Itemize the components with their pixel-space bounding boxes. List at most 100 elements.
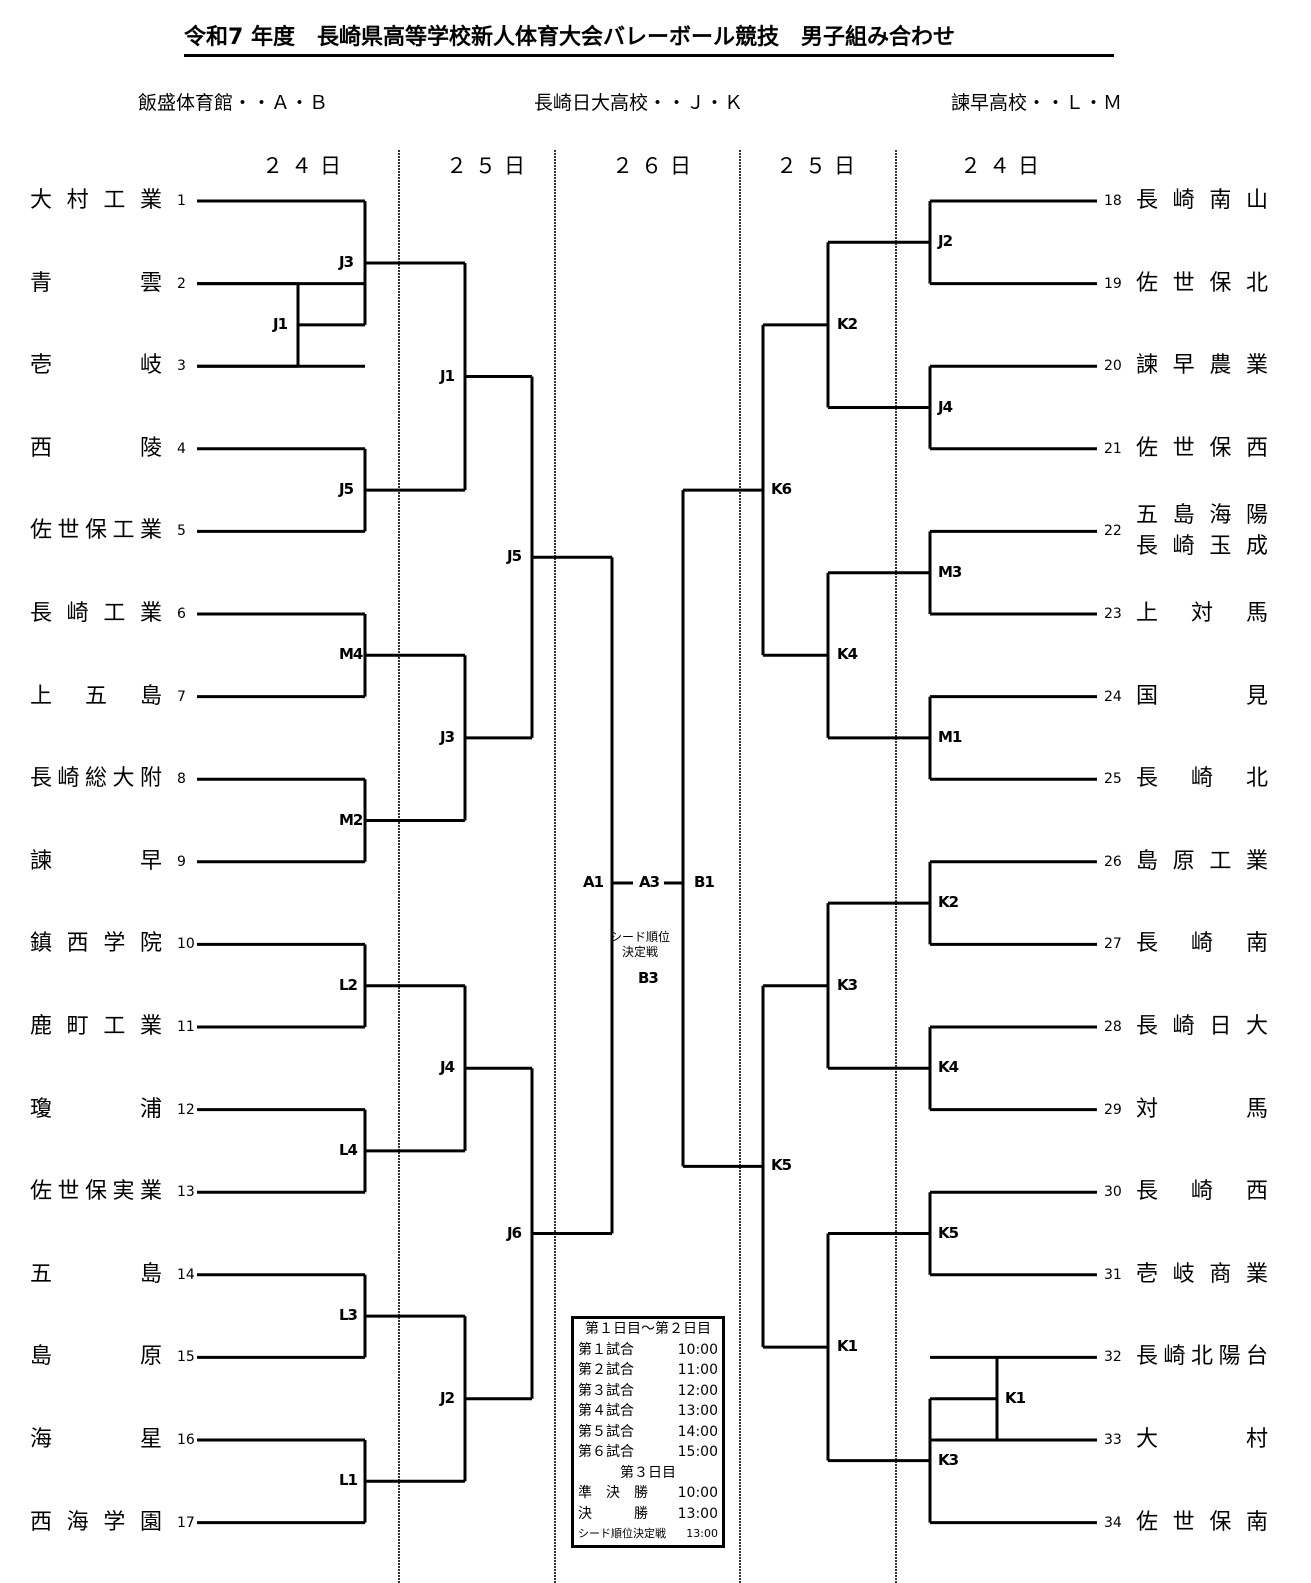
team-seed-number: 27	[1104, 936, 1122, 953]
schedule-label: 第２試合	[578, 1362, 634, 1378]
team-name: 鎮西学院	[30, 931, 162, 957]
team-seed-number: 17	[177, 1514, 195, 1531]
match-label-left-r1: J3	[339, 252, 354, 271]
team-seed-number: 14	[177, 1266, 195, 1283]
match-label-left-r1: M2	[339, 810, 363, 829]
schedule-time: 10:00	[677, 1341, 718, 1358]
team-seed-number: 18	[1104, 193, 1122, 209]
match-label-left-r1: L1	[339, 1471, 358, 1490]
seed-playoff-note: シード順位 決定戦	[610, 930, 670, 960]
team-name: 鹿町工業	[30, 1014, 162, 1039]
team-seed-number: 33	[1104, 1432, 1122, 1448]
schedule-label: 第１試合	[578, 1341, 634, 1358]
match-label-left-r3: J5	[507, 547, 522, 566]
schedule-label: 決 勝	[578, 1505, 648, 1522]
match-label-right-r3: K5	[771, 1156, 792, 1175]
team-seed-number: 4	[177, 440, 186, 457]
match-label-right-r1: J2	[938, 232, 953, 251]
team-name: 長崎北陽台	[1136, 1344, 1268, 1370]
schedule-time: 13:00	[677, 1403, 718, 1419]
team-seed-number: 15	[177, 1349, 195, 1366]
team-seed-number: 1	[177, 193, 186, 209]
match-label-right-r1: M3	[938, 562, 962, 581]
team-name: 西海学園	[30, 1509, 162, 1535]
team-name: 島原工業	[1136, 848, 1268, 874]
team-name: 佐世保北	[1136, 270, 1268, 296]
schedule-header-day3: 第３日目	[620, 1464, 676, 1481]
match-label-left-semi: A1	[583, 873, 604, 891]
team-name: 海星	[30, 1427, 162, 1452]
team-seed-number: 10	[177, 936, 195, 953]
match-label-left-r1: L2	[339, 975, 358, 994]
venue-isahaya: 諫早高校・・Ｌ・Ｍ	[951, 92, 1123, 114]
team-seed-number: 32	[1104, 1349, 1122, 1366]
match-label-left-prelim: J1	[273, 314, 288, 333]
team-seed-number: 11	[177, 1019, 195, 1035]
team-name: 瓊浦	[30, 1096, 162, 1122]
match-label-final: A3	[639, 873, 660, 891]
match-label-right-r3: K6	[771, 480, 792, 499]
match-label-right-r2: K1	[837, 1337, 858, 1356]
schedule-time: 12:00	[677, 1382, 718, 1399]
schedule-time: 13:00	[686, 1527, 718, 1540]
match-label-right-r1: K2	[938, 893, 959, 912]
schedule-final-row: 決 勝 13:00	[574, 1504, 722, 1525]
schedule-time: 10:00	[677, 1485, 718, 1501]
schedule-final-row: 準 決 勝 10:00	[574, 1483, 722, 1504]
team-seed-number: 6	[177, 606, 186, 622]
team-seed-number: 7	[177, 688, 186, 705]
schedule-header-day1-2: 第１日目～第２日目	[585, 1321, 711, 1337]
schedule-time: 11:00	[677, 1362, 718, 1378]
match-label-right-prelim: K1	[1005, 1388, 1026, 1407]
team-name: 長崎南山	[1136, 188, 1268, 213]
schedule-label: 第５試合	[578, 1423, 634, 1440]
match-label-right-r2: K2	[837, 314, 858, 333]
team-name: 長崎南	[1136, 931, 1268, 957]
day-header-right-r1: ２４日	[960, 154, 1047, 178]
team-name: 佐世保実業	[30, 1179, 162, 1205]
team-seed-number: 25	[1104, 771, 1122, 788]
team-seed-number: 22	[1104, 523, 1122, 540]
seed-playoff-note-line2: 決定戦	[622, 945, 659, 959]
team-name: 青雲	[30, 270, 162, 296]
team-name: 上五島	[30, 683, 162, 709]
team-name: 佐世保西	[1136, 435, 1268, 461]
team-name: 諫早農業	[1136, 353, 1268, 379]
team-name: 上対馬	[1136, 601, 1268, 626]
venue-iimori: 飯盛体育館・・Ａ・Ｂ	[138, 92, 329, 114]
team-seed-number: 19	[1104, 275, 1122, 292]
match-label-right-semi: B1	[694, 873, 715, 891]
day-header-left-r2: ２５日	[446, 154, 533, 178]
team-name: 長崎西	[1136, 1179, 1268, 1205]
match-label-left-r1: J5	[339, 480, 354, 499]
team-name: 大村	[1136, 1427, 1268, 1452]
team-name: 大村工業	[30, 188, 162, 213]
schedule-label: 準 決 勝	[578, 1485, 648, 1501]
team-seed-number: 28	[1104, 1019, 1122, 1035]
match-label-left-r1: L4	[339, 1140, 358, 1159]
team-seed-number: 30	[1104, 1184, 1122, 1201]
schedule-time: 13:00	[677, 1505, 718, 1522]
team-seed-number: 13	[177, 1184, 195, 1201]
team-name: 佐世保工業	[30, 518, 162, 544]
schedule-game-row: 第１試合 10:00	[574, 1340, 722, 1361]
page-title: 令和7 年度 長崎県高等学校新人体育大会バレーボール競技 男子組み合わせ	[184, 24, 1114, 57]
match-label-right-r1: K3	[938, 1450, 959, 1469]
team-name: 島原	[30, 1344, 162, 1370]
team-seed-number: 2	[177, 275, 186, 292]
match-label-right-r1: K5	[938, 1223, 959, 1242]
team-name: 西陵	[30, 435, 162, 461]
team-name: 長崎総大附	[30, 766, 162, 792]
schedule-label: 第４試合	[578, 1403, 634, 1419]
schedule-label: 第６試合	[578, 1444, 634, 1460]
match-label-left-r1: M4	[339, 645, 363, 664]
team-name: 壱岐	[30, 353, 162, 379]
seed-playoff-note-line1: シード順位	[610, 930, 671, 944]
match-label-left-r3: J6	[507, 1223, 522, 1242]
team-seed-number: 8	[177, 771, 186, 788]
